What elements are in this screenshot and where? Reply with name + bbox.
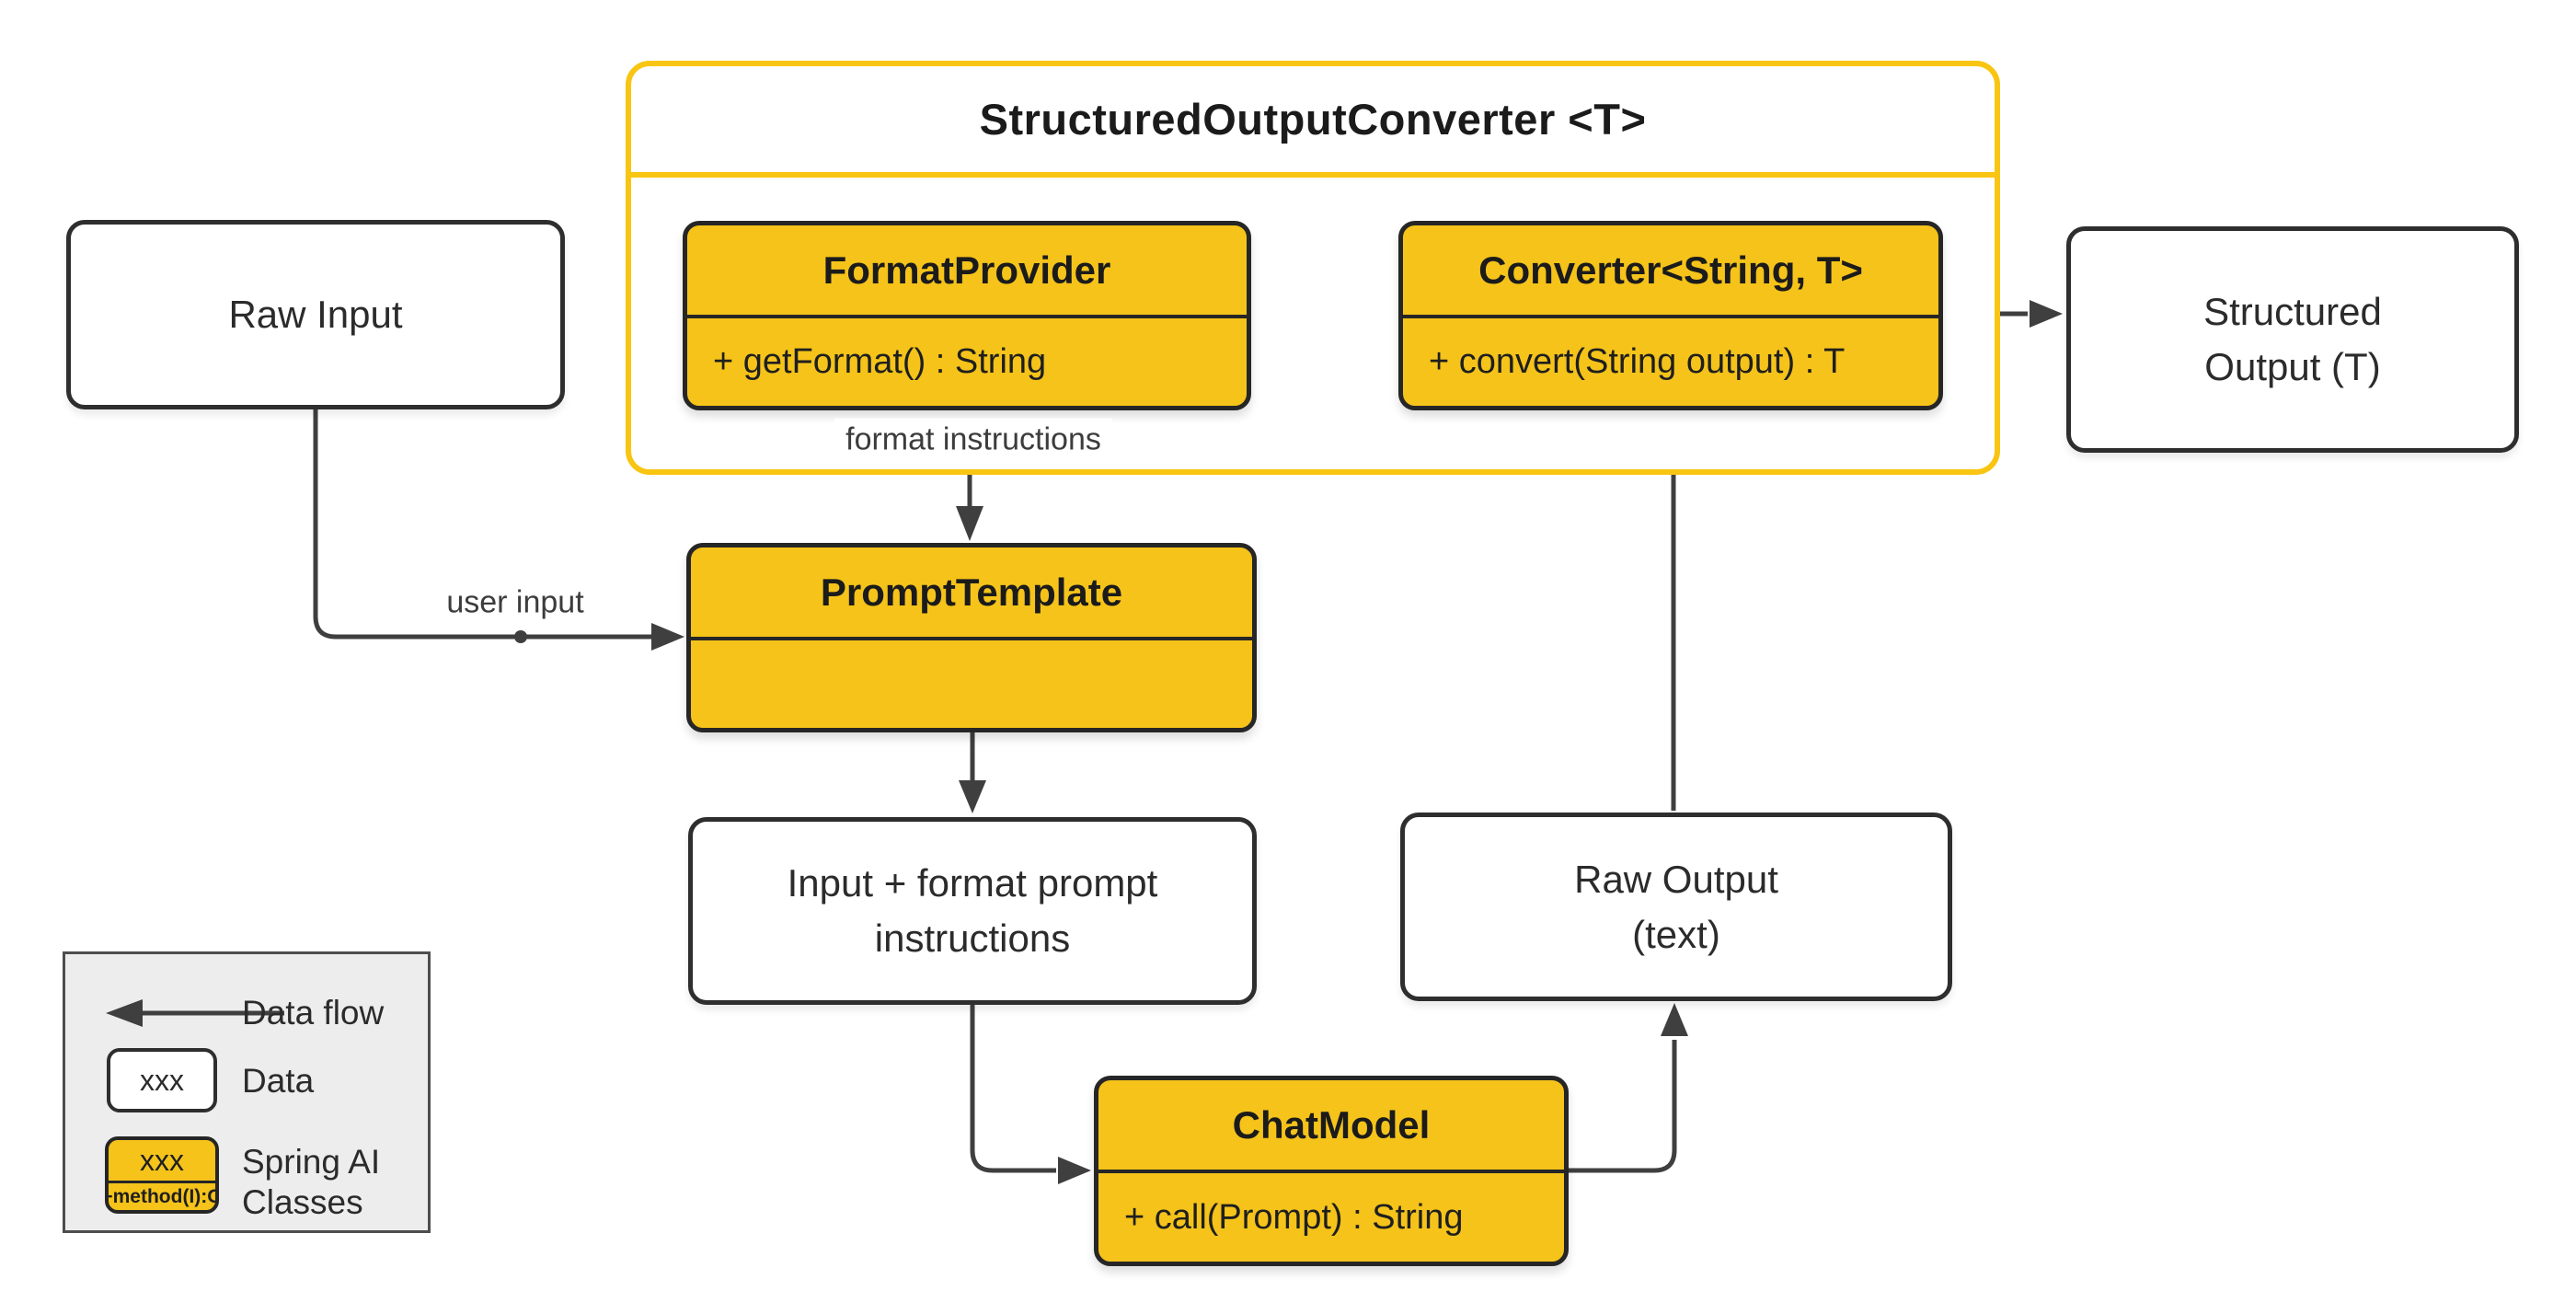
class-format-provider-method: + getFormat() : String [713, 342, 1047, 381]
edge-chatmodel-rawoutput [1569, 1040, 1677, 1173]
class-chat-model-method: + call(Prompt) : String [1124, 1197, 1464, 1237]
edge-input-chatmodel [970, 1005, 1056, 1173]
legend-spring-class-sample: xxx +method(I):O [105, 1136, 219, 1214]
data-flow-arrow-icon [106, 999, 284, 1027]
class-converter-title: Converter<String, T> [1403, 225, 1938, 318]
legend-data-flow-label: Data flow [242, 994, 385, 1032]
legend-data-label: Data [242, 1062, 315, 1100]
edge-rawinput-prompttemplate [313, 409, 661, 640]
node-structured-output: Structured Output (T) [2066, 226, 2519, 453]
class-prompt-template-method [691, 640, 1252, 728]
arrowhead-into-structuredoutput [2030, 300, 2063, 328]
arrowhead-into-prompttemplate-left [651, 623, 684, 651]
legend-spring-classes-label: Spring AI Classes [242, 1143, 381, 1222]
edge-label-format-instructions: format instructions [834, 418, 1112, 462]
node-raw-output: Raw Output (text) [1400, 813, 1952, 1001]
class-prompt-template-title: PromptTemplate [691, 548, 1252, 640]
class-format-provider-title: FormatProvider [687, 225, 1247, 318]
arrowhead-into-prompttemplate-top [956, 506, 983, 541]
arrowhead-into-input-node [959, 780, 986, 813]
class-chat-model: ChatModel + call(Prompt) : String [1094, 1076, 1569, 1266]
edge-label-user-input: user input [446, 584, 584, 620]
edge-junction-dot [514, 630, 527, 643]
class-format-provider: FormatProvider + getFormat() : String [683, 221, 1251, 410]
class-chat-model-title: ChatModel [1098, 1080, 1564, 1173]
arrowhead-into-chatmodel [1058, 1157, 1091, 1184]
class-prompt-template: PromptTemplate [686, 543, 1257, 732]
legend-data-box-sample: xxx [107, 1048, 217, 1112]
legend-spring-class-sample-method: +method(I):O [105, 1185, 219, 1207]
container-title: StructuredOutputConverter <T> [631, 66, 1995, 178]
node-input-format-instructions: Input + format prompt instructions [688, 817, 1257, 1005]
arrowhead-into-rawoutput [1661, 1003, 1688, 1036]
legend-spring-class-sample-title: xxx [109, 1140, 215, 1183]
node-raw-input: Raw Input [66, 220, 565, 409]
class-converter-method: + convert(String output) : T [1429, 342, 1846, 381]
class-converter: Converter<String, T> + convert(String ou… [1398, 221, 1943, 410]
legend: Data flow xxx Data xxx +method(I):O Spri… [63, 951, 431, 1233]
